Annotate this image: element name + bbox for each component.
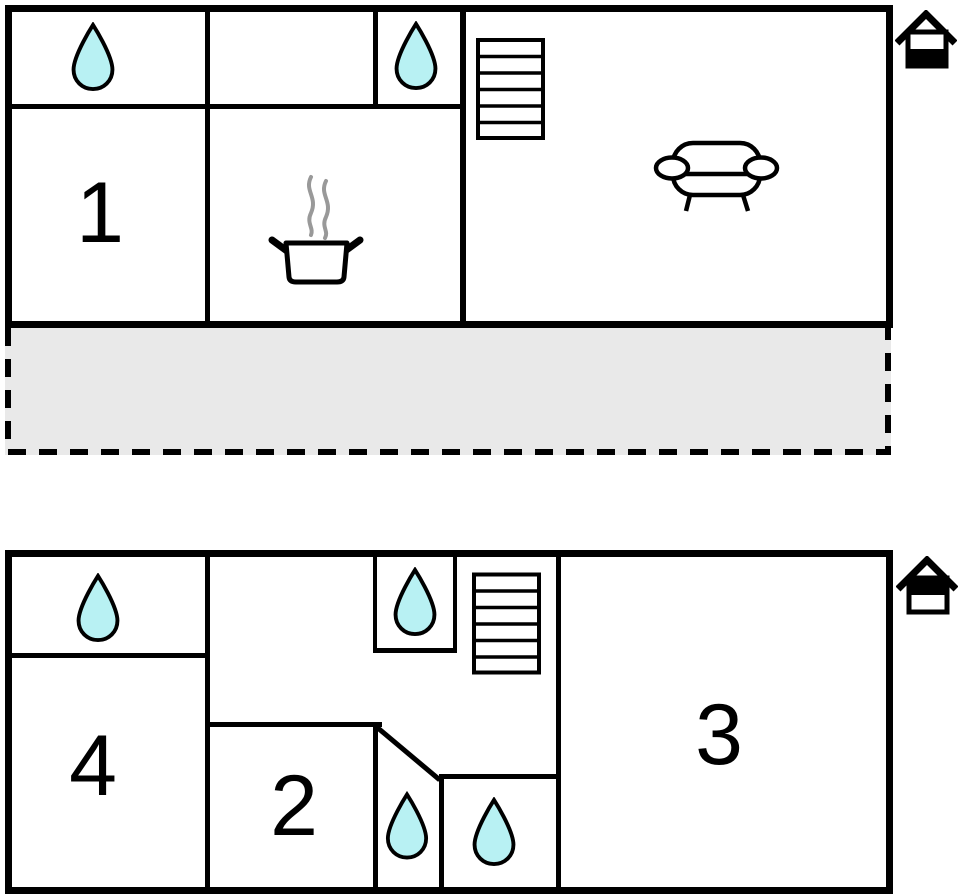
wall — [208, 722, 382, 727]
stairs-steps — [478, 54, 543, 125]
wall — [373, 648, 457, 653]
water-drop-icon — [394, 21, 438, 91]
wall — [373, 557, 377, 653]
wall — [205, 12, 210, 321]
water-drop-shape — [393, 567, 437, 637]
house-upper-level-filled-icon — [896, 556, 958, 615]
terrace-dashed-border — [5, 328, 891, 455]
wall — [453, 557, 457, 653]
water-drop-shape — [76, 573, 120, 643]
steam-icon — [322, 179, 330, 240]
wall — [556, 557, 561, 887]
room-4-label: 4 — [69, 718, 117, 814]
house-lower-level-fill — [910, 49, 944, 64]
water-drop-shape — [394, 21, 438, 91]
closet-area — [210, 12, 373, 104]
sofa-armrest — [742, 155, 780, 181]
water-drop-shape — [385, 791, 429, 860]
steam-icon — [307, 175, 315, 237]
sofa-leg — [740, 194, 751, 212]
wall — [460, 12, 466, 321]
water-drop-icon — [71, 22, 115, 92]
terrace — [5, 328, 891, 455]
stairs-steps — [474, 589, 539, 659]
water-drop-icon — [472, 797, 516, 867]
wall — [439, 774, 444, 887]
staircase-icon — [472, 572, 541, 675]
wall — [441, 774, 561, 779]
water-drop-shape — [472, 797, 516, 867]
sofa-armrest — [653, 155, 691, 181]
wall — [373, 722, 378, 887]
house-lower-level-filled-icon — [895, 10, 957, 69]
wall — [373, 12, 378, 109]
staircase-icon — [476, 38, 545, 140]
pot-body — [283, 240, 350, 285]
wall — [205, 557, 210, 887]
wall — [12, 653, 210, 658]
wall — [12, 104, 465, 109]
sofa-leg — [683, 194, 693, 212]
water-drop-shape — [71, 22, 115, 92]
room-2-label: 2 — [270, 758, 318, 854]
room-1-label: 1 — [76, 165, 124, 261]
terrace-floor — [5, 328, 891, 455]
water-drop-icon — [76, 573, 120, 643]
ground-floor-plan: 1 — [5, 5, 893, 328]
water-drop-icon — [385, 791, 429, 860]
cooking-pot-steam-icon — [268, 175, 364, 285]
house-upper-level-fill — [911, 580, 945, 595]
room-3-label: 3 — [695, 687, 743, 783]
upper-floor-plan: 4 2 3 — [5, 550, 893, 894]
sofa-icon — [653, 140, 780, 212]
water-drop-icon — [393, 567, 437, 637]
